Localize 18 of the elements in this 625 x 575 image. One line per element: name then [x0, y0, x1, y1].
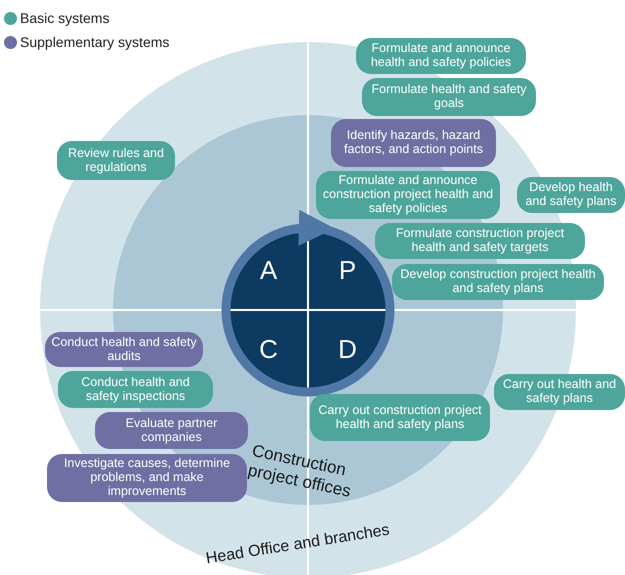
process-pill: Carry out health and safety plans — [494, 374, 625, 410]
process-pill: Carry out construction project health and safety plans — [310, 394, 490, 441]
cycle-arrow — [247, 210, 335, 256]
process-pill: Formulate and announce construction project health and safety policies — [316, 171, 500, 219]
process-pill: Formulate construction project health and safety targets — [375, 223, 585, 259]
process-pill: Conduct health and safety audits — [45, 332, 203, 367]
process-pill: Identify hazards, hazard factors, and action points — [331, 119, 496, 167]
process-pill: Formulate health and safety goals — [362, 78, 536, 116]
process-pill: Formulate and announce health and safety policies — [356, 38, 526, 74]
process-pill: Investigate causes, determine problems, and make improvements — [47, 454, 247, 502]
legend-label: Basic systems — [20, 10, 110, 26]
process-pill: Develop construction project health and safety plans — [392, 264, 604, 300]
legend-label: Supplementary systems — [20, 34, 170, 50]
process-pill: Evaluate partner companies — [95, 412, 248, 449]
circle-label: Head Office and branches — [204, 522, 391, 568]
process-pill: Conduct health and safety inspections — [58, 371, 213, 408]
process-pill: Develop health and safety plans — [517, 177, 625, 213]
process-pill: Review rules and regulations — [57, 141, 175, 180]
